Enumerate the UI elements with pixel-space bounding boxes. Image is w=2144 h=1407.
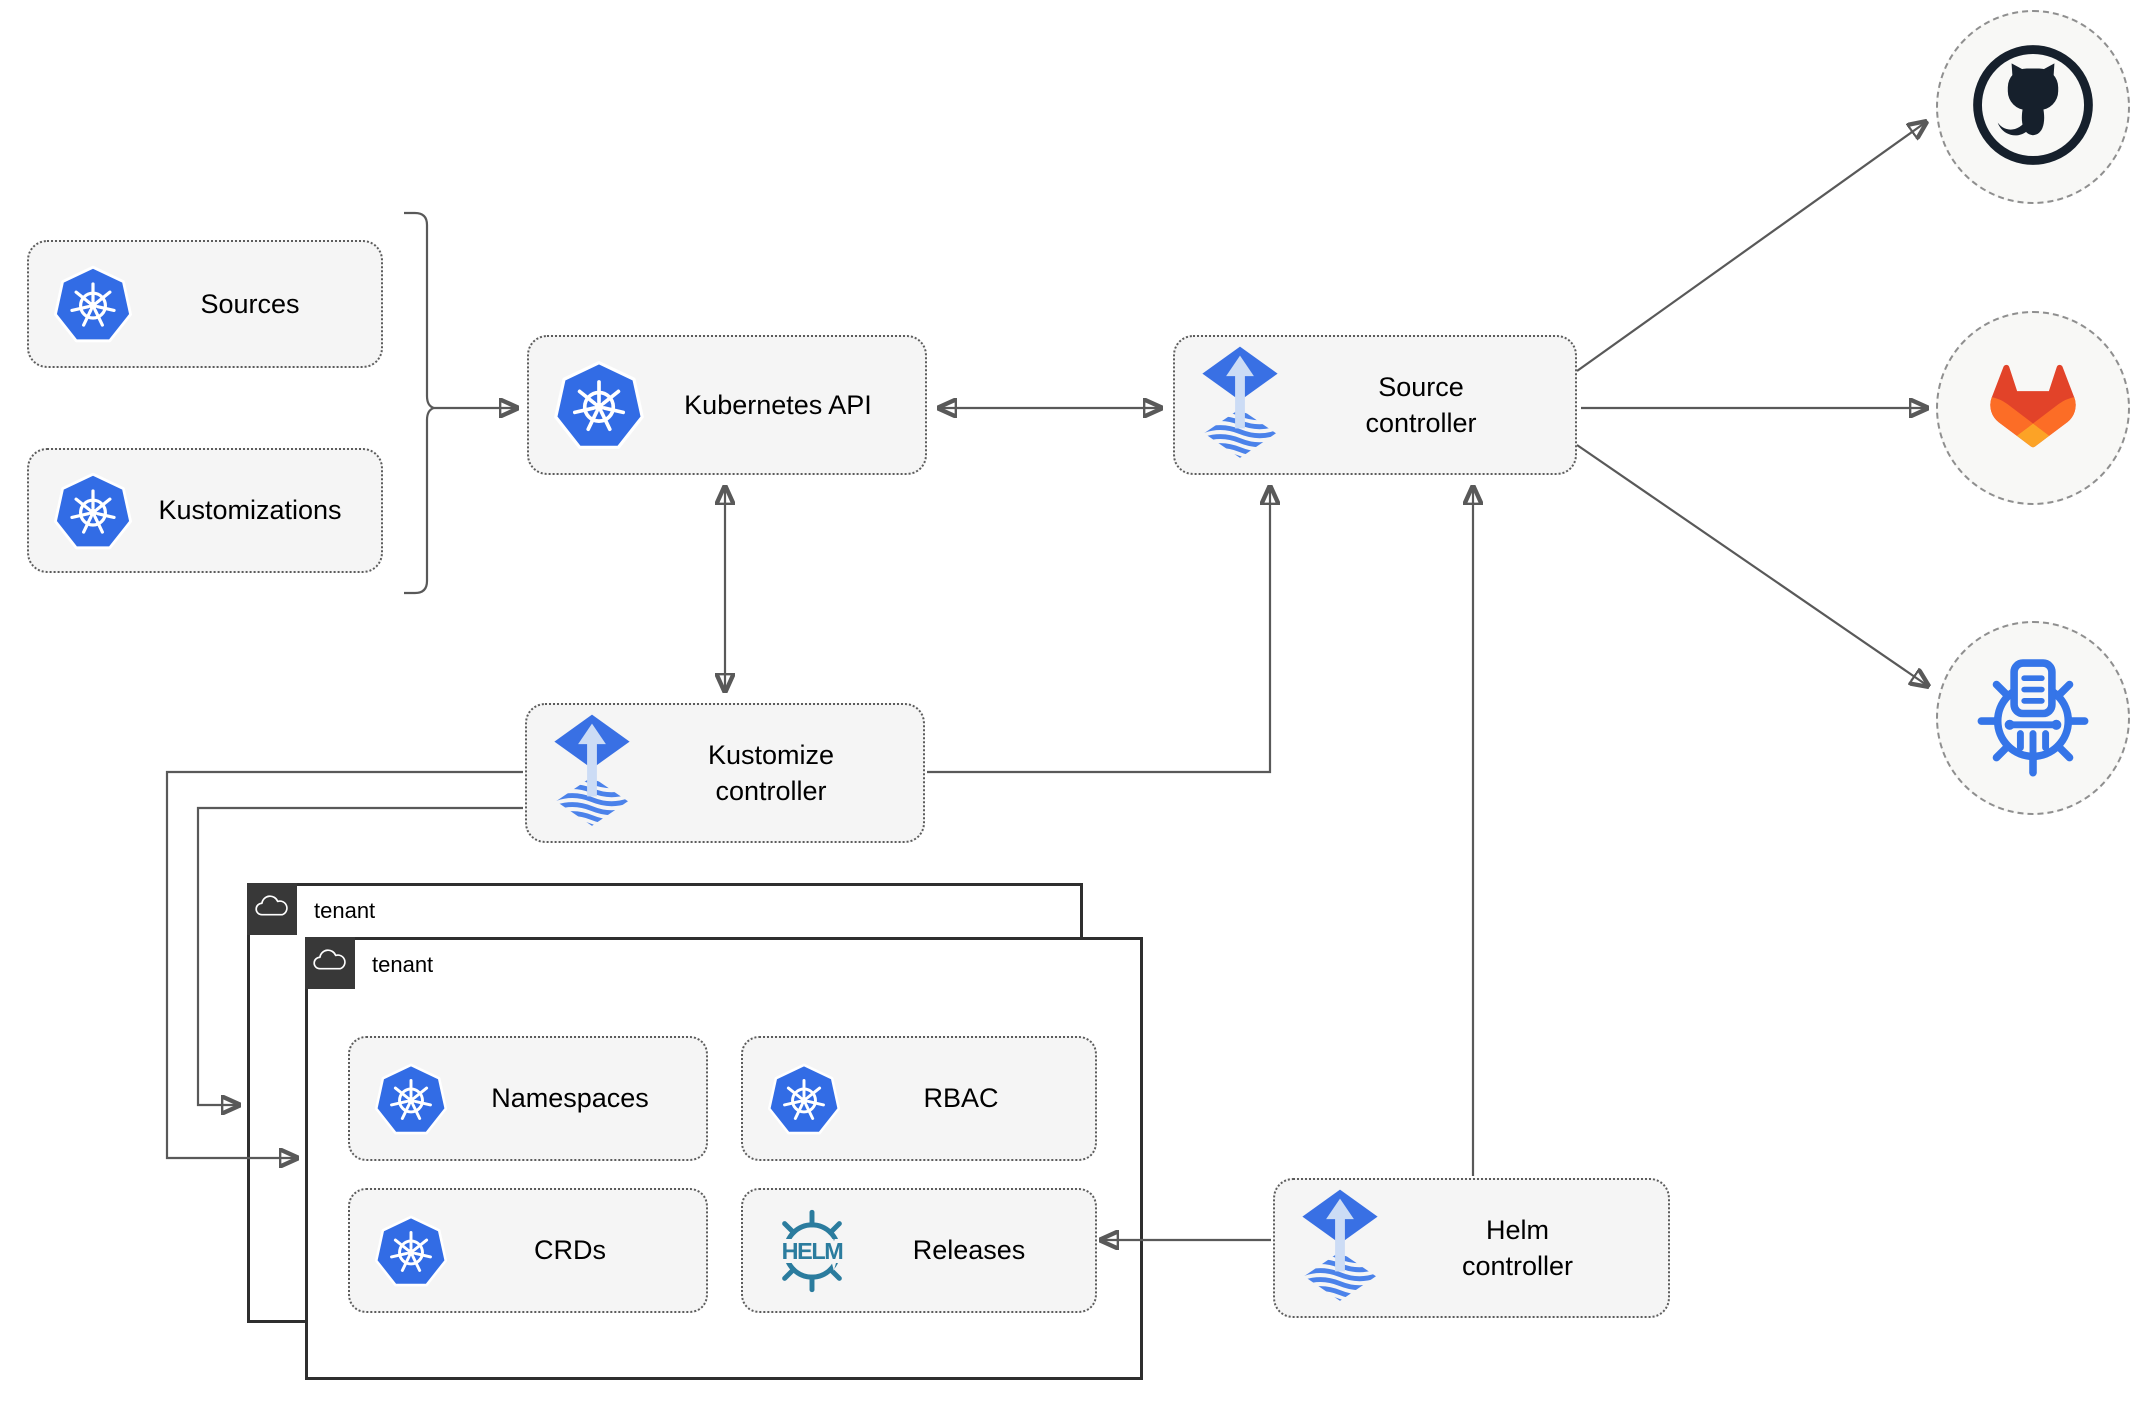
connector-source-to-github: [1576, 122, 1926, 372]
github-icon: [1970, 42, 2096, 173]
helm-logo-text: HELM: [782, 1238, 843, 1264]
node-helm-controller-label: Helm controller: [1461, 1214, 1574, 1281]
kubernetes-registry-icon: [1970, 653, 2096, 784]
node-crds-label: CRDs: [534, 1235, 606, 1266]
node-crds: CRDs: [348, 1188, 708, 1313]
cloud-icon: [311, 947, 349, 979]
node-kustomizations: Kustomizations: [27, 448, 383, 573]
cloud-icon: [253, 893, 291, 925]
node-kubernetes-api: Kubernetes API: [527, 335, 927, 475]
bracket-sources-group: [404, 211, 438, 595]
node-namespaces: Namespaces: [348, 1036, 708, 1161]
flux-icon: [1299, 1188, 1381, 1309]
flux-icon: [551, 713, 633, 834]
node-kubernetes-api-label: Kubernetes API: [684, 389, 872, 420]
node-namespaces-label: Namespaces: [491, 1083, 649, 1114]
node-sources-label: Sources: [200, 288, 300, 319]
node-helm-controller: Helm controller: [1273, 1178, 1670, 1318]
gitlab-icon: [1973, 350, 2093, 467]
node-sources: Sources: [27, 240, 383, 368]
node-kustomizations-label: Kustomizations: [158, 495, 342, 526]
kubernetes-icon: [53, 471, 133, 551]
node-kustomize-controller-label: Kustomize controller: [707, 739, 835, 806]
helm-icon: HELM: [767, 1206, 857, 1296]
node-rbac: RBAC: [741, 1036, 1097, 1161]
tenant-back-label: tenant: [314, 898, 376, 923]
gitlab-target: [1936, 311, 2130, 505]
kubernetes-icon: [374, 1062, 448, 1136]
kubernetes-icon: [53, 264, 133, 344]
tenant-front-label: tenant: [372, 952, 434, 977]
node-releases: HELM Releases: [741, 1188, 1097, 1313]
tenant-header: [247, 883, 297, 935]
tenant-header: [305, 937, 355, 989]
node-releases-label: Releases: [912, 1235, 1026, 1266]
artifact-registry-target: [1936, 621, 2130, 815]
node-source-controller-label: Source controller: [1365, 371, 1477, 438]
node-kustomize-controller: Kustomize controller: [525, 703, 925, 843]
node-source-controller: Source controller: [1173, 335, 1577, 475]
kubernetes-icon: [553, 359, 645, 451]
flux-icon: [1199, 345, 1281, 466]
github-target: [1936, 10, 2130, 204]
kubernetes-icon: [767, 1062, 841, 1136]
node-rbac-label: RBAC: [923, 1083, 999, 1114]
kubernetes-icon: [374, 1214, 448, 1288]
connector-kustomize-to-source: [927, 487, 1270, 774]
tenant-box-front: tenant Namespaces RBAC CRDs: [305, 937, 1143, 1380]
connector-source-to-registry: [1576, 444, 1928, 686]
